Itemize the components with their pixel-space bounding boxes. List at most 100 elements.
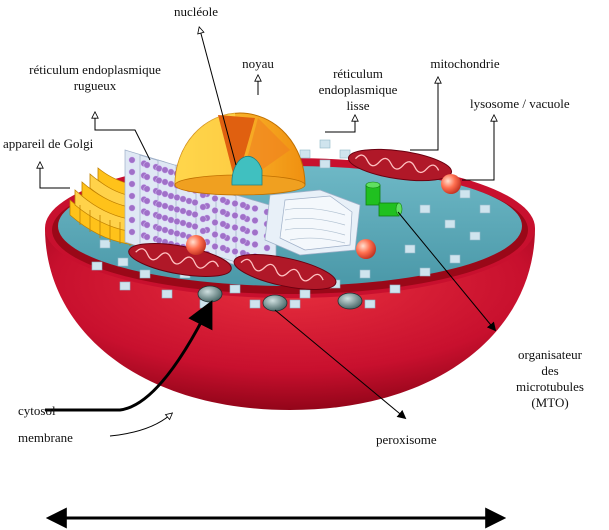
label-golgi: appareil de Golgi <box>3 136 94 151</box>
ribosome <box>185 209 193 217</box>
ribosome <box>155 213 163 220</box>
ribosome <box>219 244 227 252</box>
ribosome <box>167 228 175 236</box>
ribosome <box>173 218 181 225</box>
ribosome <box>128 180 136 188</box>
ribosome <box>155 225 163 232</box>
ribosome <box>191 199 199 206</box>
arrow-membrane <box>109 415 170 437</box>
ribosome <box>167 192 175 200</box>
ribosome <box>231 224 239 231</box>
ribosome <box>239 225 247 233</box>
ribosome <box>179 207 187 215</box>
arrow-cytosol <box>45 300 213 412</box>
ribosome <box>155 237 163 244</box>
label-lysosome: lysosome / vacuole <box>470 96 570 111</box>
ribosome <box>167 204 175 212</box>
ribosome <box>173 206 181 213</box>
ribosome <box>161 202 169 210</box>
leader-nucleole <box>200 30 237 166</box>
ribosome <box>251 217 259 224</box>
mto-centrioles <box>365 181 403 217</box>
pointer-arrows <box>45 211 497 437</box>
ribosome <box>128 216 136 224</box>
ribosome <box>251 205 259 212</box>
mitochondria <box>128 148 453 290</box>
ribosome <box>161 214 169 222</box>
ribosome <box>211 231 219 238</box>
ribosome <box>143 161 151 169</box>
ribosome <box>161 226 169 234</box>
ribosome <box>231 248 239 255</box>
ribosome <box>161 166 169 174</box>
ribosome <box>191 211 199 218</box>
ribosome <box>143 197 151 205</box>
ribosome <box>167 168 175 176</box>
peroxisomes <box>197 285 363 312</box>
ribosome <box>219 196 227 204</box>
label-membrane: membrane <box>18 430 73 445</box>
ribosome <box>143 221 151 229</box>
label-reticulum-rugueux: réticulum endoplasmique rugueux <box>29 62 161 93</box>
ribosome <box>185 221 193 229</box>
ribosome <box>128 228 136 236</box>
ribosome <box>128 156 136 164</box>
ribosome <box>155 165 163 172</box>
ribosome <box>179 231 187 239</box>
ribosome <box>239 237 247 245</box>
ribosome <box>263 244 271 252</box>
label-mto: organisateur des microtubules (MTO) <box>516 347 584 410</box>
ribosome <box>143 233 151 241</box>
ribosome <box>128 204 136 212</box>
ribosome <box>231 200 239 207</box>
ribosome <box>211 219 219 226</box>
arrow-mto <box>397 211 497 332</box>
nucleus <box>174 112 306 196</box>
ribosome <box>219 232 227 240</box>
leader-lines <box>40 30 494 189</box>
label-nucleole: nucléole <box>173 4 219 19</box>
ribosome <box>179 195 187 203</box>
ribosome <box>251 229 259 236</box>
ribosome <box>161 190 169 198</box>
leader-reticulum-lisse <box>325 118 355 133</box>
ribosome <box>143 185 151 193</box>
ribosome <box>179 219 187 227</box>
leader-lysosome <box>462 118 494 181</box>
ribosome <box>155 189 163 196</box>
ribosome <box>211 195 219 202</box>
ribosome <box>219 220 227 228</box>
ribosome <box>191 223 199 230</box>
label-noyau: noyau <box>242 56 274 71</box>
ribosome <box>143 209 151 217</box>
ribosome <box>161 178 169 186</box>
ribosome <box>155 201 163 208</box>
ribosome <box>155 177 163 184</box>
label-mitochondrie: mitochondrie <box>430 56 500 71</box>
ribosome <box>251 241 259 248</box>
leader-mitochondrie <box>410 80 438 151</box>
arrow-peroxisome <box>274 309 407 420</box>
ribosome <box>211 207 219 214</box>
ribosome <box>231 236 239 243</box>
ribosome <box>199 215 207 223</box>
ribosome <box>143 173 151 181</box>
ribosome <box>167 180 175 188</box>
leader-golgi <box>40 165 70 189</box>
smooth-endoplasmic-reticulum <box>264 189 361 256</box>
label-peroxisome: peroxisome <box>376 432 437 447</box>
ribosome <box>173 230 181 237</box>
ribosome <box>199 203 207 211</box>
ribosome <box>167 216 175 224</box>
ribosome <box>239 201 247 209</box>
ribosome <box>239 213 247 221</box>
nucleolus <box>231 155 263 186</box>
label-reticulum-lisse: réticulum endoplasmique lisse <box>318 66 398 113</box>
ribosome <box>199 227 207 235</box>
ribosome <box>173 194 181 201</box>
ribosome <box>128 168 136 176</box>
ribosome <box>211 243 219 250</box>
ribosome <box>219 208 227 216</box>
label-cytosol: cytosol <box>18 403 56 418</box>
